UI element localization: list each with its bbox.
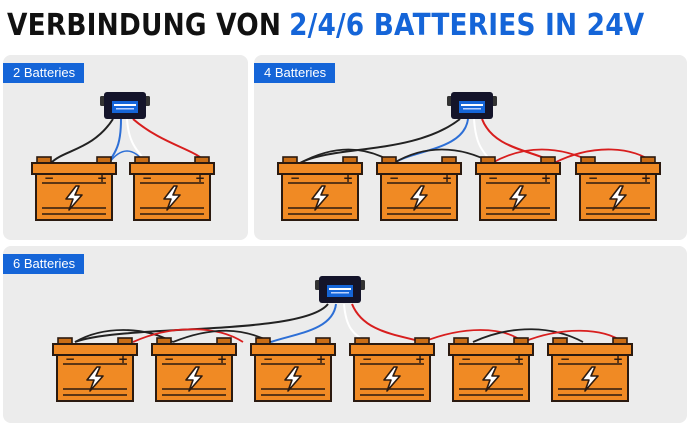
svg-text:−: − xyxy=(164,352,174,366)
lightning-bolt-icon xyxy=(163,185,181,211)
lightning-bolt-icon xyxy=(383,366,401,392)
lightning-bolt-icon xyxy=(410,185,428,211)
wire-series-link-2 xyxy=(132,328,244,343)
wiring-diagram: − + − + − + xyxy=(277,92,661,221)
battery-balancer-icon xyxy=(447,92,497,119)
panel-label: 2 Batteries xyxy=(3,63,85,83)
svg-text:+: + xyxy=(195,171,205,185)
battery-icon: − + xyxy=(52,337,138,402)
wire-black xyxy=(299,118,461,164)
svg-text:−: − xyxy=(142,171,152,185)
panel-6-batteries: 6 Batteries xyxy=(3,246,687,423)
battery-icon: − + xyxy=(277,156,363,221)
page-title: VERBINDUNG VON 2/4/6 BATTERIES IN 24V xyxy=(0,0,644,50)
battery-icon: − + xyxy=(250,337,336,402)
svg-text:+: + xyxy=(541,171,551,185)
lightning-bolt-icon xyxy=(482,366,500,392)
wires xyxy=(50,118,207,164)
svg-text:+: + xyxy=(118,352,128,366)
svg-text:+: + xyxy=(217,352,227,366)
panel-2-batteries: 2 Batteries − + xyxy=(3,55,248,240)
wire-black xyxy=(74,303,329,343)
lightning-bolt-icon xyxy=(311,185,329,211)
svg-text:+: + xyxy=(316,352,326,366)
battery-icon: − + xyxy=(475,156,561,221)
svg-text:+: + xyxy=(415,352,425,366)
wiring-diagram: − + − + xyxy=(31,92,215,221)
svg-text:−: − xyxy=(65,352,75,366)
svg-text:+: + xyxy=(442,171,452,185)
lightning-bolt-icon xyxy=(609,185,627,211)
battery-icon: − + xyxy=(376,156,462,221)
wire-black xyxy=(50,118,114,164)
wire-series-link-5 xyxy=(472,328,584,343)
battery-icon: − + xyxy=(349,337,435,402)
panel-label: 4 Batteries xyxy=(254,63,336,83)
svg-text:+: + xyxy=(343,171,353,185)
battery-icon: − + xyxy=(31,156,117,221)
lightning-bolt-icon xyxy=(86,366,104,392)
svg-text:+: + xyxy=(613,352,623,366)
svg-text:−: − xyxy=(389,171,399,185)
svg-text:−: − xyxy=(44,171,54,185)
svg-text:−: − xyxy=(560,352,570,366)
battery-icon: − + xyxy=(448,337,534,402)
svg-text:−: − xyxy=(488,171,498,185)
wire-blue xyxy=(270,303,337,343)
battery-icon: − + xyxy=(575,156,661,221)
battery-icon: − + xyxy=(129,156,215,221)
lightning-bolt-icon xyxy=(185,366,203,392)
svg-text:+: + xyxy=(514,352,524,366)
lightning-bolt-icon xyxy=(284,366,302,392)
panel-label: 6 Batteries xyxy=(3,254,85,274)
svg-text:+: + xyxy=(641,171,651,185)
battery-icon: − + xyxy=(547,337,633,402)
wires xyxy=(74,303,624,343)
lightning-bolt-icon xyxy=(581,366,599,392)
svg-text:+: + xyxy=(97,171,107,185)
lightning-bolt-icon xyxy=(65,185,83,211)
wire-red xyxy=(351,303,424,343)
svg-text:−: − xyxy=(362,352,372,366)
battery-icon: − + xyxy=(151,337,237,402)
svg-text:−: − xyxy=(290,171,300,185)
title-part-2: 2/4/6 BATTERIES IN 24V xyxy=(289,7,645,43)
svg-text:−: − xyxy=(588,171,598,185)
battery-balancer-icon xyxy=(315,276,365,303)
battery-balancer-icon xyxy=(100,92,150,119)
wire-series-link-4 xyxy=(553,148,655,164)
panel-4-batteries: 4 Batteries − xyxy=(254,55,687,240)
svg-text:−: − xyxy=(461,352,471,366)
title-part-1: VERBINDUNG VON xyxy=(7,7,282,43)
lightning-bolt-icon xyxy=(509,185,527,211)
svg-text:−: − xyxy=(263,352,273,366)
wiring-diagram: − + − + − + xyxy=(52,276,633,402)
